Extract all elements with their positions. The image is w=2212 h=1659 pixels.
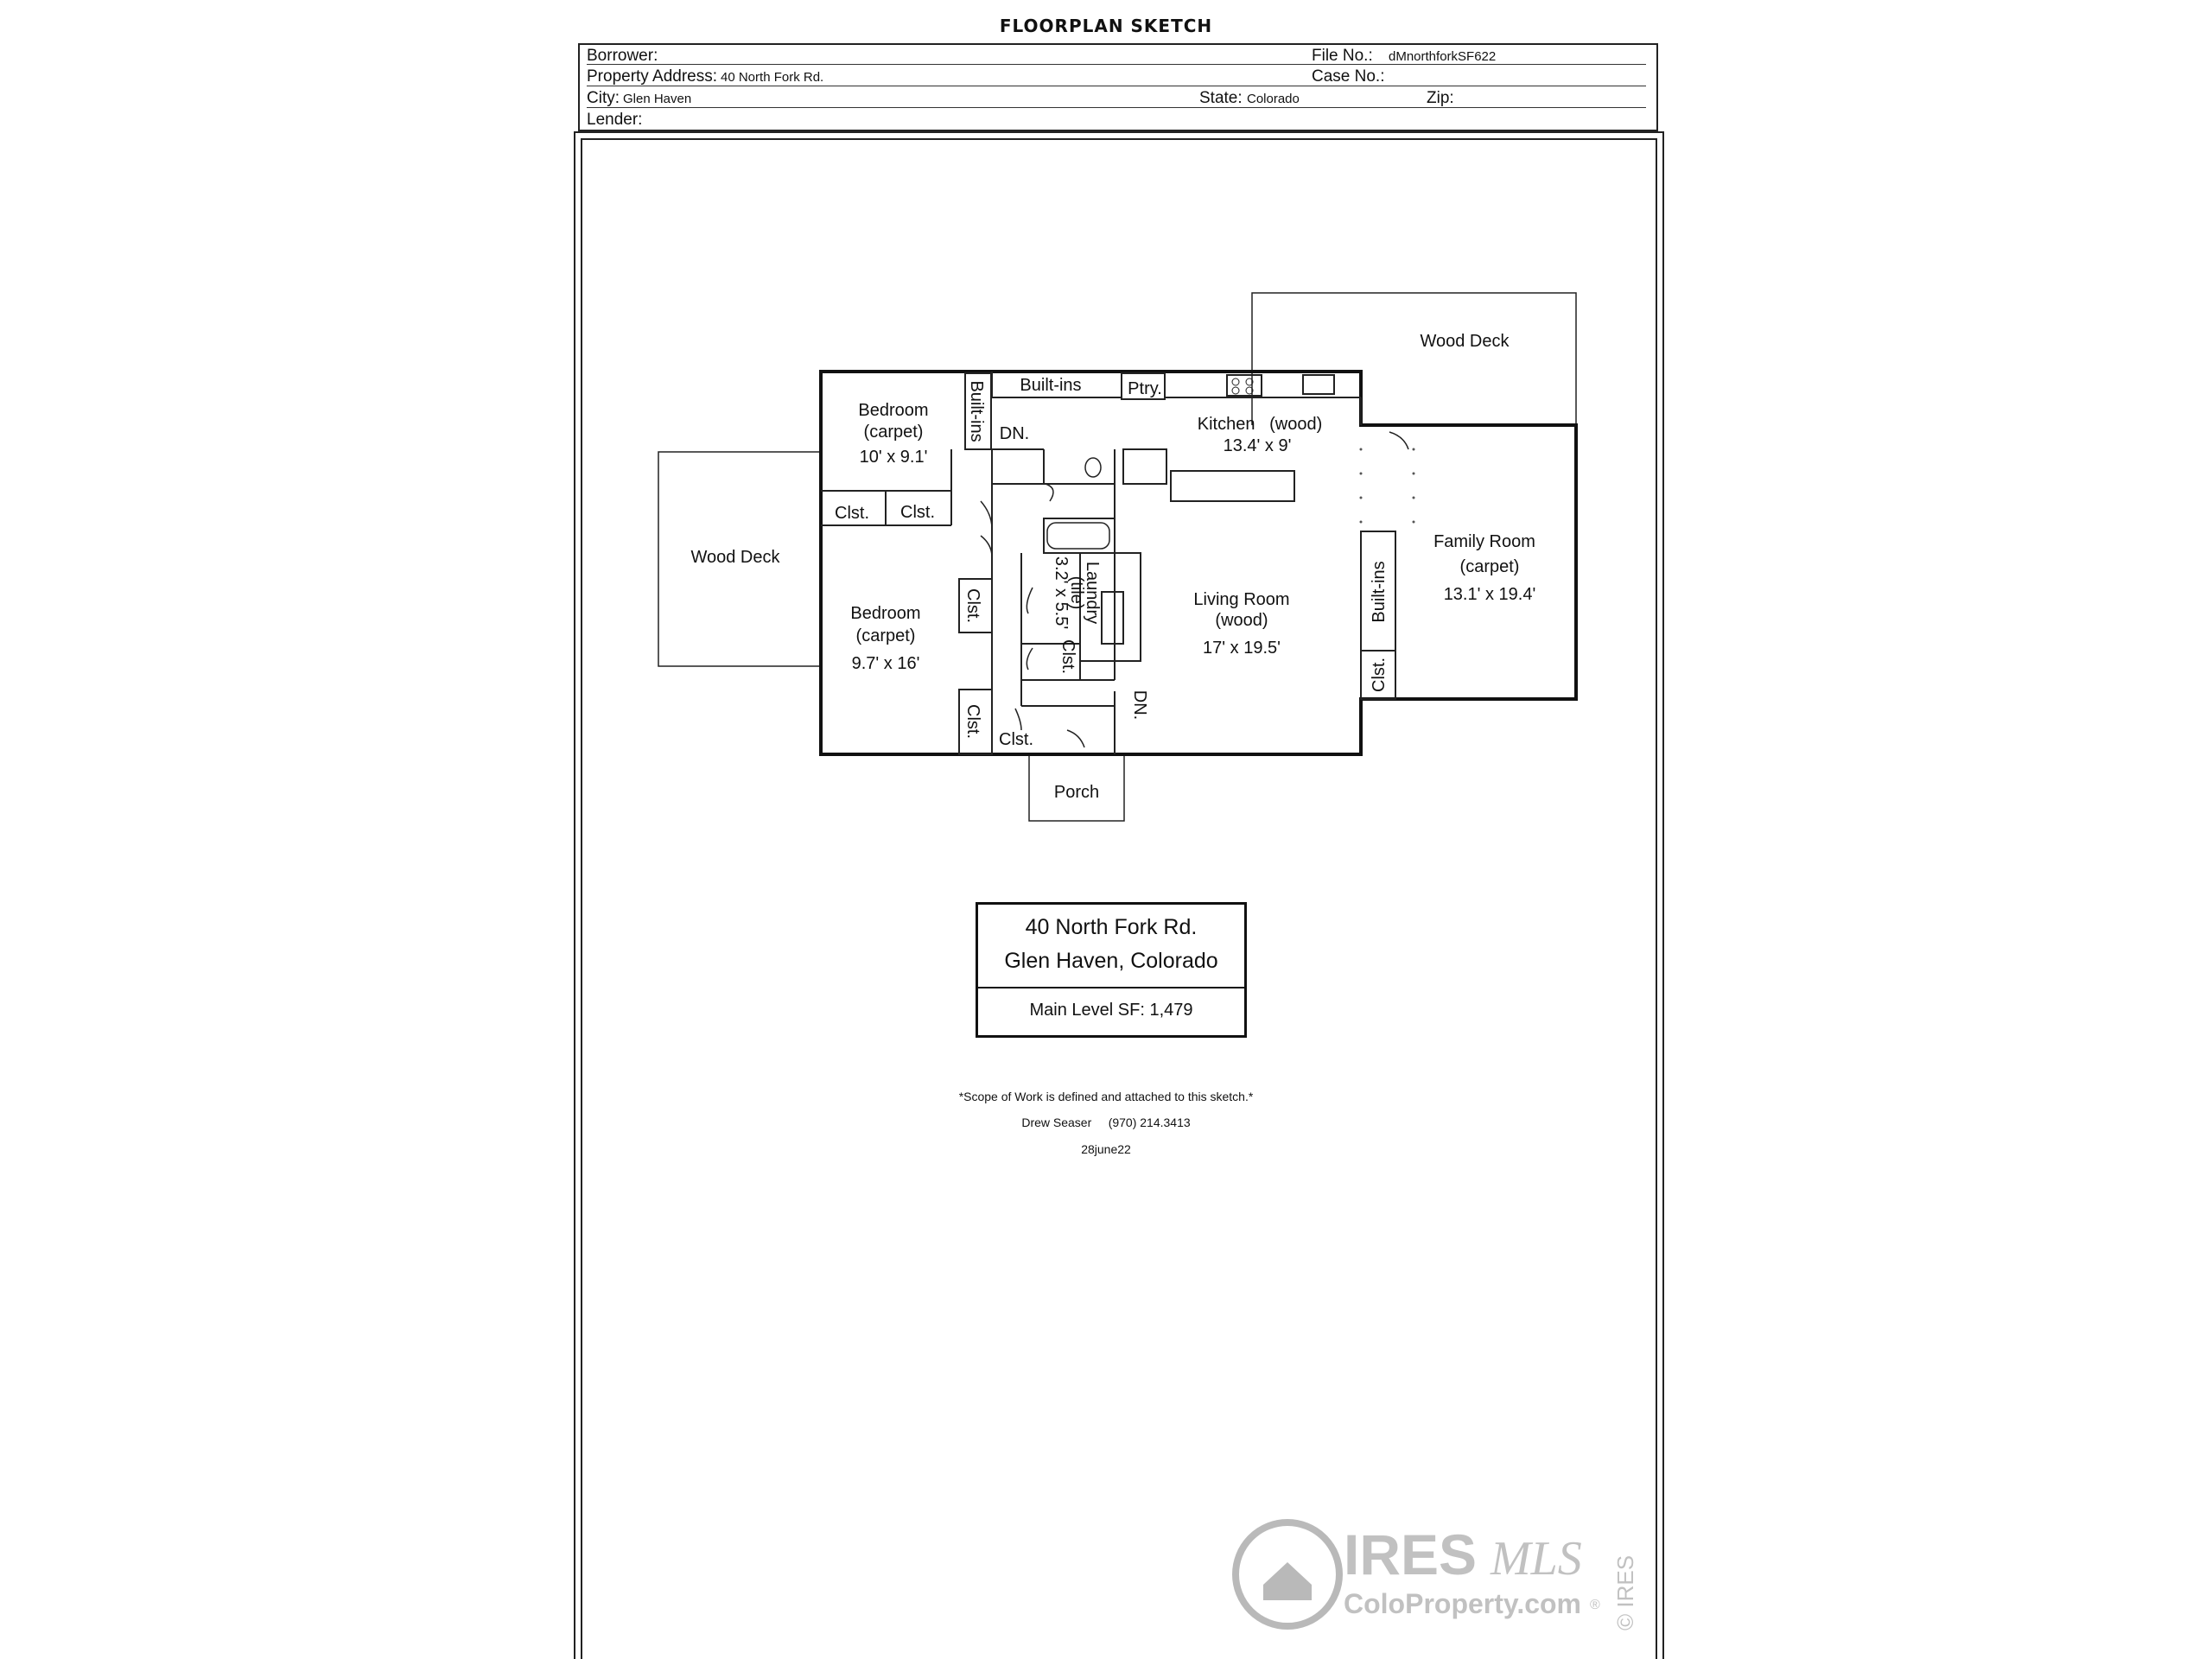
builtins-vert-label: Built-ins bbox=[967, 380, 986, 442]
info-city: Glen Haven, Colorado bbox=[1004, 949, 1218, 973]
pantry-label: Ptry. bbox=[1128, 379, 1162, 398]
address-value: 40 North Fork Rd. bbox=[721, 70, 824, 85]
wood-deck-left-label: Wood Deck bbox=[690, 548, 780, 567]
family-label: Family Room bbox=[1433, 532, 1535, 551]
house-outline bbox=[819, 370, 1578, 756]
toilet-icon bbox=[1084, 457, 1102, 478]
info-divider bbox=[978, 987, 1244, 988]
family-floor: (carpet) bbox=[1460, 557, 1520, 576]
file-value: dMnorthforkSF622 bbox=[1389, 49, 1497, 64]
house-icon bbox=[1263, 1562, 1312, 1600]
city-value: Glen Haven bbox=[623, 92, 692, 106]
bedroom1-floor: (carpet) bbox=[864, 423, 924, 442]
builtins-family-label: Built-ins bbox=[1370, 561, 1389, 622]
burner-icon bbox=[1245, 378, 1254, 386]
living-floor: (wood) bbox=[1215, 611, 1268, 630]
watermark-reg: ® bbox=[1590, 1598, 1600, 1612]
ires-watermark: IRES MLS ColoProperty.com ® © IRES bbox=[1232, 1519, 1638, 1630]
closet-label: Clst. bbox=[1370, 658, 1389, 692]
logo-ring-icon bbox=[1232, 1519, 1343, 1630]
bedroom1-label: Bedroom bbox=[858, 401, 928, 420]
builtins-top-label: Built-ins bbox=[1020, 376, 1081, 395]
laundry-label-group: Laundry (tile) 3.2' x 5.5' bbox=[1052, 556, 1102, 629]
closet-label: Clst. bbox=[1058, 639, 1077, 674]
borrower-label: Borrower: bbox=[587, 47, 658, 65]
living-label: Living Room bbox=[1193, 590, 1289, 609]
closet-label: Clst. bbox=[963, 704, 982, 739]
family-dims: 13.1' x 19.4' bbox=[1444, 585, 1536, 604]
closet-label: Clst. bbox=[900, 503, 935, 522]
interior-walls bbox=[821, 372, 1396, 755]
bathtub-icon bbox=[1046, 522, 1110, 550]
kitchen-label: Kitchen (wood) bbox=[1198, 415, 1323, 434]
watermark-side: © IRES bbox=[1612, 1555, 1638, 1630]
case-label: Case No.: bbox=[1312, 67, 1385, 86]
outer-frame bbox=[574, 131, 1664, 1659]
watermark-site: ColoProperty.com bbox=[1344, 1588, 1581, 1619]
laundry-label: Laundry bbox=[1083, 562, 1102, 624]
burner-icon bbox=[1245, 386, 1254, 395]
state-label: State: bbox=[1199, 89, 1243, 107]
state-value: Colorado bbox=[1247, 92, 1300, 106]
bedroom1-dims: 10' x 9.1' bbox=[860, 448, 928, 467]
date-note: 28june22 bbox=[1081, 1142, 1131, 1156]
property-info-box: 40 North Fork Rd. Glen Haven, Colorado M… bbox=[976, 902, 1247, 1038]
inner-frame bbox=[581, 138, 1657, 1659]
burner-icon bbox=[1231, 378, 1240, 386]
watermark-brand: IRES bbox=[1344, 1522, 1477, 1586]
bedroom2-dims: 9.7' x 16' bbox=[852, 654, 920, 673]
info-sqft: Main Level SF: 1,479 bbox=[1029, 1001, 1193, 1020]
wood-deck-top-label: Wood Deck bbox=[1420, 332, 1510, 351]
laundry-floor: (tile) bbox=[1067, 576, 1086, 610]
lender-label: Lender: bbox=[587, 111, 643, 129]
wood-deck-top bbox=[1251, 292, 1577, 425]
closet-label: Clst. bbox=[835, 504, 869, 523]
laundry-dims: 3.2' x 5.5' bbox=[1052, 556, 1071, 629]
closet-label: Clst. bbox=[999, 730, 1033, 749]
door-dots bbox=[1359, 448, 1415, 524]
bedroom2-floor: (carpet) bbox=[856, 626, 916, 645]
burner-icon bbox=[1231, 386, 1240, 395]
file-label: File No.: bbox=[1312, 47, 1373, 65]
closet-label: Clst. bbox=[963, 588, 982, 623]
living-dims: 17' x 19.5' bbox=[1203, 639, 1281, 658]
address-label: Property Address: bbox=[587, 67, 718, 86]
dn-label: DN. bbox=[1130, 690, 1149, 720]
watermark-mls: MLS bbox=[1490, 1532, 1582, 1586]
header-rule bbox=[587, 107, 1646, 108]
city-label: City: bbox=[587, 89, 620, 107]
door-swings bbox=[980, 431, 1409, 748]
porch-label: Porch bbox=[1054, 783, 1099, 802]
page-title: FLOORPLAN SKETCH bbox=[999, 16, 1213, 36]
header-rule bbox=[587, 64, 1646, 65]
zip-label: Zip: bbox=[1427, 89, 1454, 107]
dn-label: DN. bbox=[1000, 424, 1029, 443]
bedroom2-label: Bedroom bbox=[850, 604, 920, 623]
author-note: Drew Seaser (970) 214.3413 bbox=[1021, 1116, 1191, 1129]
kitchen-dims: 13.4' x 9' bbox=[1224, 436, 1292, 455]
scope-note: *Scope of Work is defined and attached t… bbox=[958, 1090, 1254, 1103]
header-form: Borrower: File No.: dMnorthforkSF622 Pro… bbox=[578, 43, 1658, 131]
info-address: 40 North Fork Rd. bbox=[1025, 915, 1198, 939]
